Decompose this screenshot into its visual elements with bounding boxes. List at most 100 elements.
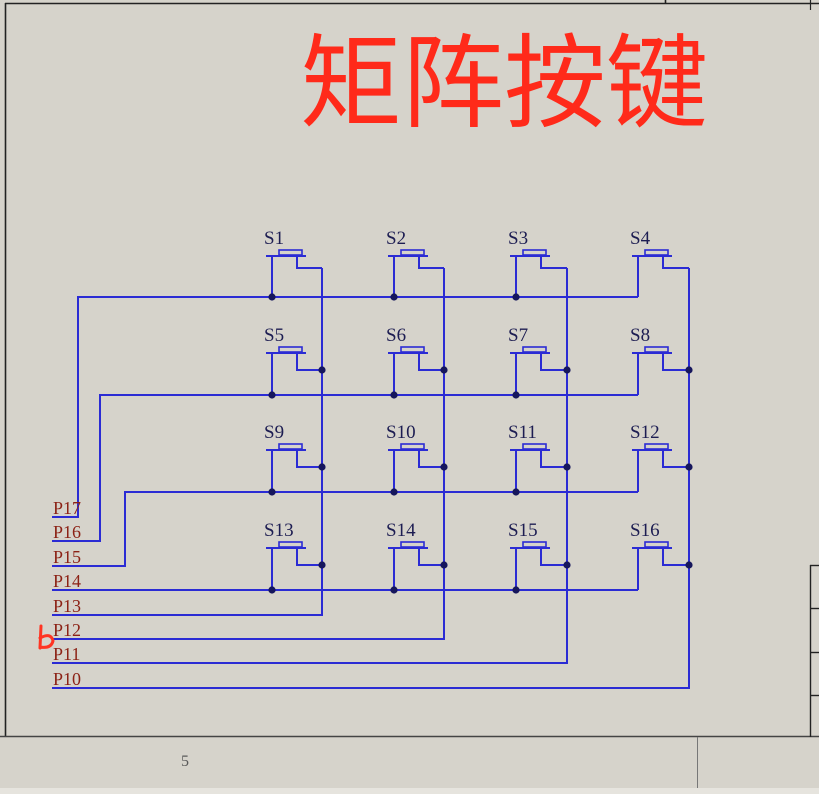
switch-plunger [644,443,669,450]
switch-label: S14 [386,520,416,541]
junction-dot [440,561,448,569]
title-block-fragment [809,564,819,737]
junction-dot [512,586,520,594]
pin-label: P12 [53,620,81,640]
switch-plunger [400,346,425,353]
page-number: 5 [181,753,189,770]
switch-column-lead [540,548,567,566]
switch-plunger [522,249,547,256]
switch-plunger [644,249,669,256]
switch-plunger [522,541,547,548]
switch-column-lead [662,548,689,566]
push-button-switch: S9 [264,422,326,496]
push-button-switch: S13 [264,520,326,594]
junction-dot [685,366,693,374]
switch-label: S13 [264,520,294,541]
junction-dot [268,488,276,496]
switch-label: S4 [630,228,651,249]
push-button-switch: S2 [386,228,444,301]
switch-label: S11 [508,422,537,443]
wires [52,268,690,689]
push-button-switch: S15 [508,520,571,594]
pin-label: P13 [53,596,81,616]
switch-column-lead [662,256,689,269]
switch-label: S10 [386,422,416,443]
switch-plunger [278,541,303,548]
push-button-switch: S8 [630,325,693,395]
junction-dot [390,586,398,594]
push-button-switch: S10 [386,422,448,496]
switch-label: S2 [386,228,406,249]
junction-dot [268,586,276,594]
switch-plunger [644,541,669,548]
column-2-wire [52,268,445,640]
push-button-switch: S5 [264,325,326,399]
push-button-switch: S7 [508,325,571,399]
junction-dot [440,366,448,374]
junction-dot [685,463,693,471]
switch-column-lead [418,450,444,468]
switch-plunger [278,346,303,353]
pin-label: P17 [53,498,81,518]
switch-column-lead [662,450,689,468]
switch-label: S9 [264,422,284,443]
push-button-switch: S6 [386,325,448,399]
switch-column-lead [418,256,444,269]
row-1-wire [52,296,638,518]
pin-label: P15 [53,547,81,567]
push-button-switch: S14 [386,520,448,594]
switch-column-lead [296,450,322,468]
column-3-wire [52,268,568,664]
switch-column-lead [540,353,567,371]
switch-label: S1 [264,228,284,249]
switch-plunger [278,249,303,256]
junction-dot [563,366,571,374]
pin-label: P11 [53,644,80,664]
junction-dot [440,463,448,471]
junction-dot [390,488,398,496]
junction-dot [268,293,276,301]
pin-label: P14 [53,571,81,591]
switch-plunger [400,541,425,548]
column-4-wire [52,268,690,689]
push-button-switch: S3 [508,228,567,301]
junction-dot [563,463,571,471]
junction-dot [318,463,326,471]
switch-plunger [522,346,547,353]
switch-plunger [278,443,303,450]
pin-label: P10 [53,669,81,689]
switch-column-lead [662,353,689,371]
push-button-switch: S12 [630,422,693,492]
push-button-switch: S16 [630,520,693,590]
push-button-switch: S11 [508,422,571,496]
switch-plunger [644,346,669,353]
junction-dot [390,293,398,301]
row-3-wire [52,491,638,567]
junction-dot [318,366,326,374]
switch-label: S16 [630,520,660,541]
switch-label: S3 [508,228,528,249]
switch-column-lead [296,353,322,371]
junction-dot [512,391,520,399]
junction-dot [563,561,571,569]
junction-dot [512,293,520,301]
switch-plunger [400,249,425,256]
switch-label: S6 [386,325,406,346]
switch-label: S15 [508,520,538,541]
red-annotation-mark [38,624,55,650]
junction-dot [318,561,326,569]
switch-label: S5 [264,325,284,346]
switch-column-lead [296,548,322,566]
switch-column-lead [418,548,444,566]
junction-dot [268,391,276,399]
switch-label: S12 [630,422,660,443]
junction-dot [390,391,398,399]
junction-dot [512,488,520,496]
push-button-switch: S4 [630,228,689,297]
row-2-wire [52,394,638,542]
